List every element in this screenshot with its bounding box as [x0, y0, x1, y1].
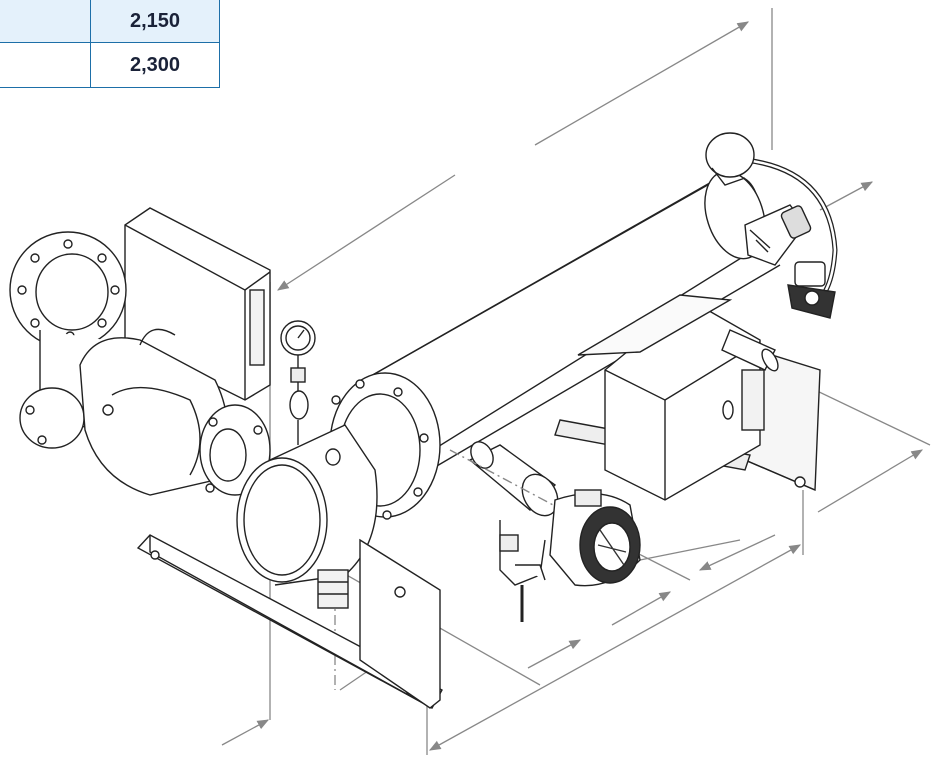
- right-solenoid-valve-lower: [787, 261, 836, 319]
- inlet-flange: [9, 231, 127, 349]
- dimension-line-left: [277, 174, 456, 291]
- dimension-line-top: [534, 21, 750, 146]
- right-inlet-pipe: [721, 329, 779, 372]
- central-tee-pipe: [449, 441, 601, 531]
- dimension-line-bottom-long: [428, 544, 802, 751]
- dimension-line-left-bottom: [221, 719, 270, 746]
- left-support-bracket: [136, 534, 443, 709]
- dimension-line-bottom: [527, 639, 582, 669]
- extension-line: [639, 539, 741, 561]
- spec-row: 2,150: [0, 0, 220, 43]
- front-ball-valve: [499, 520, 546, 622]
- dimension-line-right-bottom: [817, 449, 924, 513]
- left-pressure-gauge: [280, 320, 316, 445]
- right-solenoid-valve-upper: [744, 204, 812, 266]
- spec-row: 2,300: [0, 42, 220, 88]
- spec-table: 2,150 2,300: [0, 0, 220, 88]
- spec-value-cell: 2,300: [90, 42, 220, 88]
- dimension-line-mid: [611, 591, 672, 626]
- front-flow-switch: [549, 489, 641, 587]
- dimension-line-right-top: [819, 181, 874, 211]
- main-vessel: [353, 170, 781, 471]
- spec-label-cell: [0, 0, 91, 43]
- spec-label-cell: [0, 42, 91, 88]
- dimension-line-mid: [698, 534, 776, 571]
- front-nozzle-pipe: [236, 424, 378, 609]
